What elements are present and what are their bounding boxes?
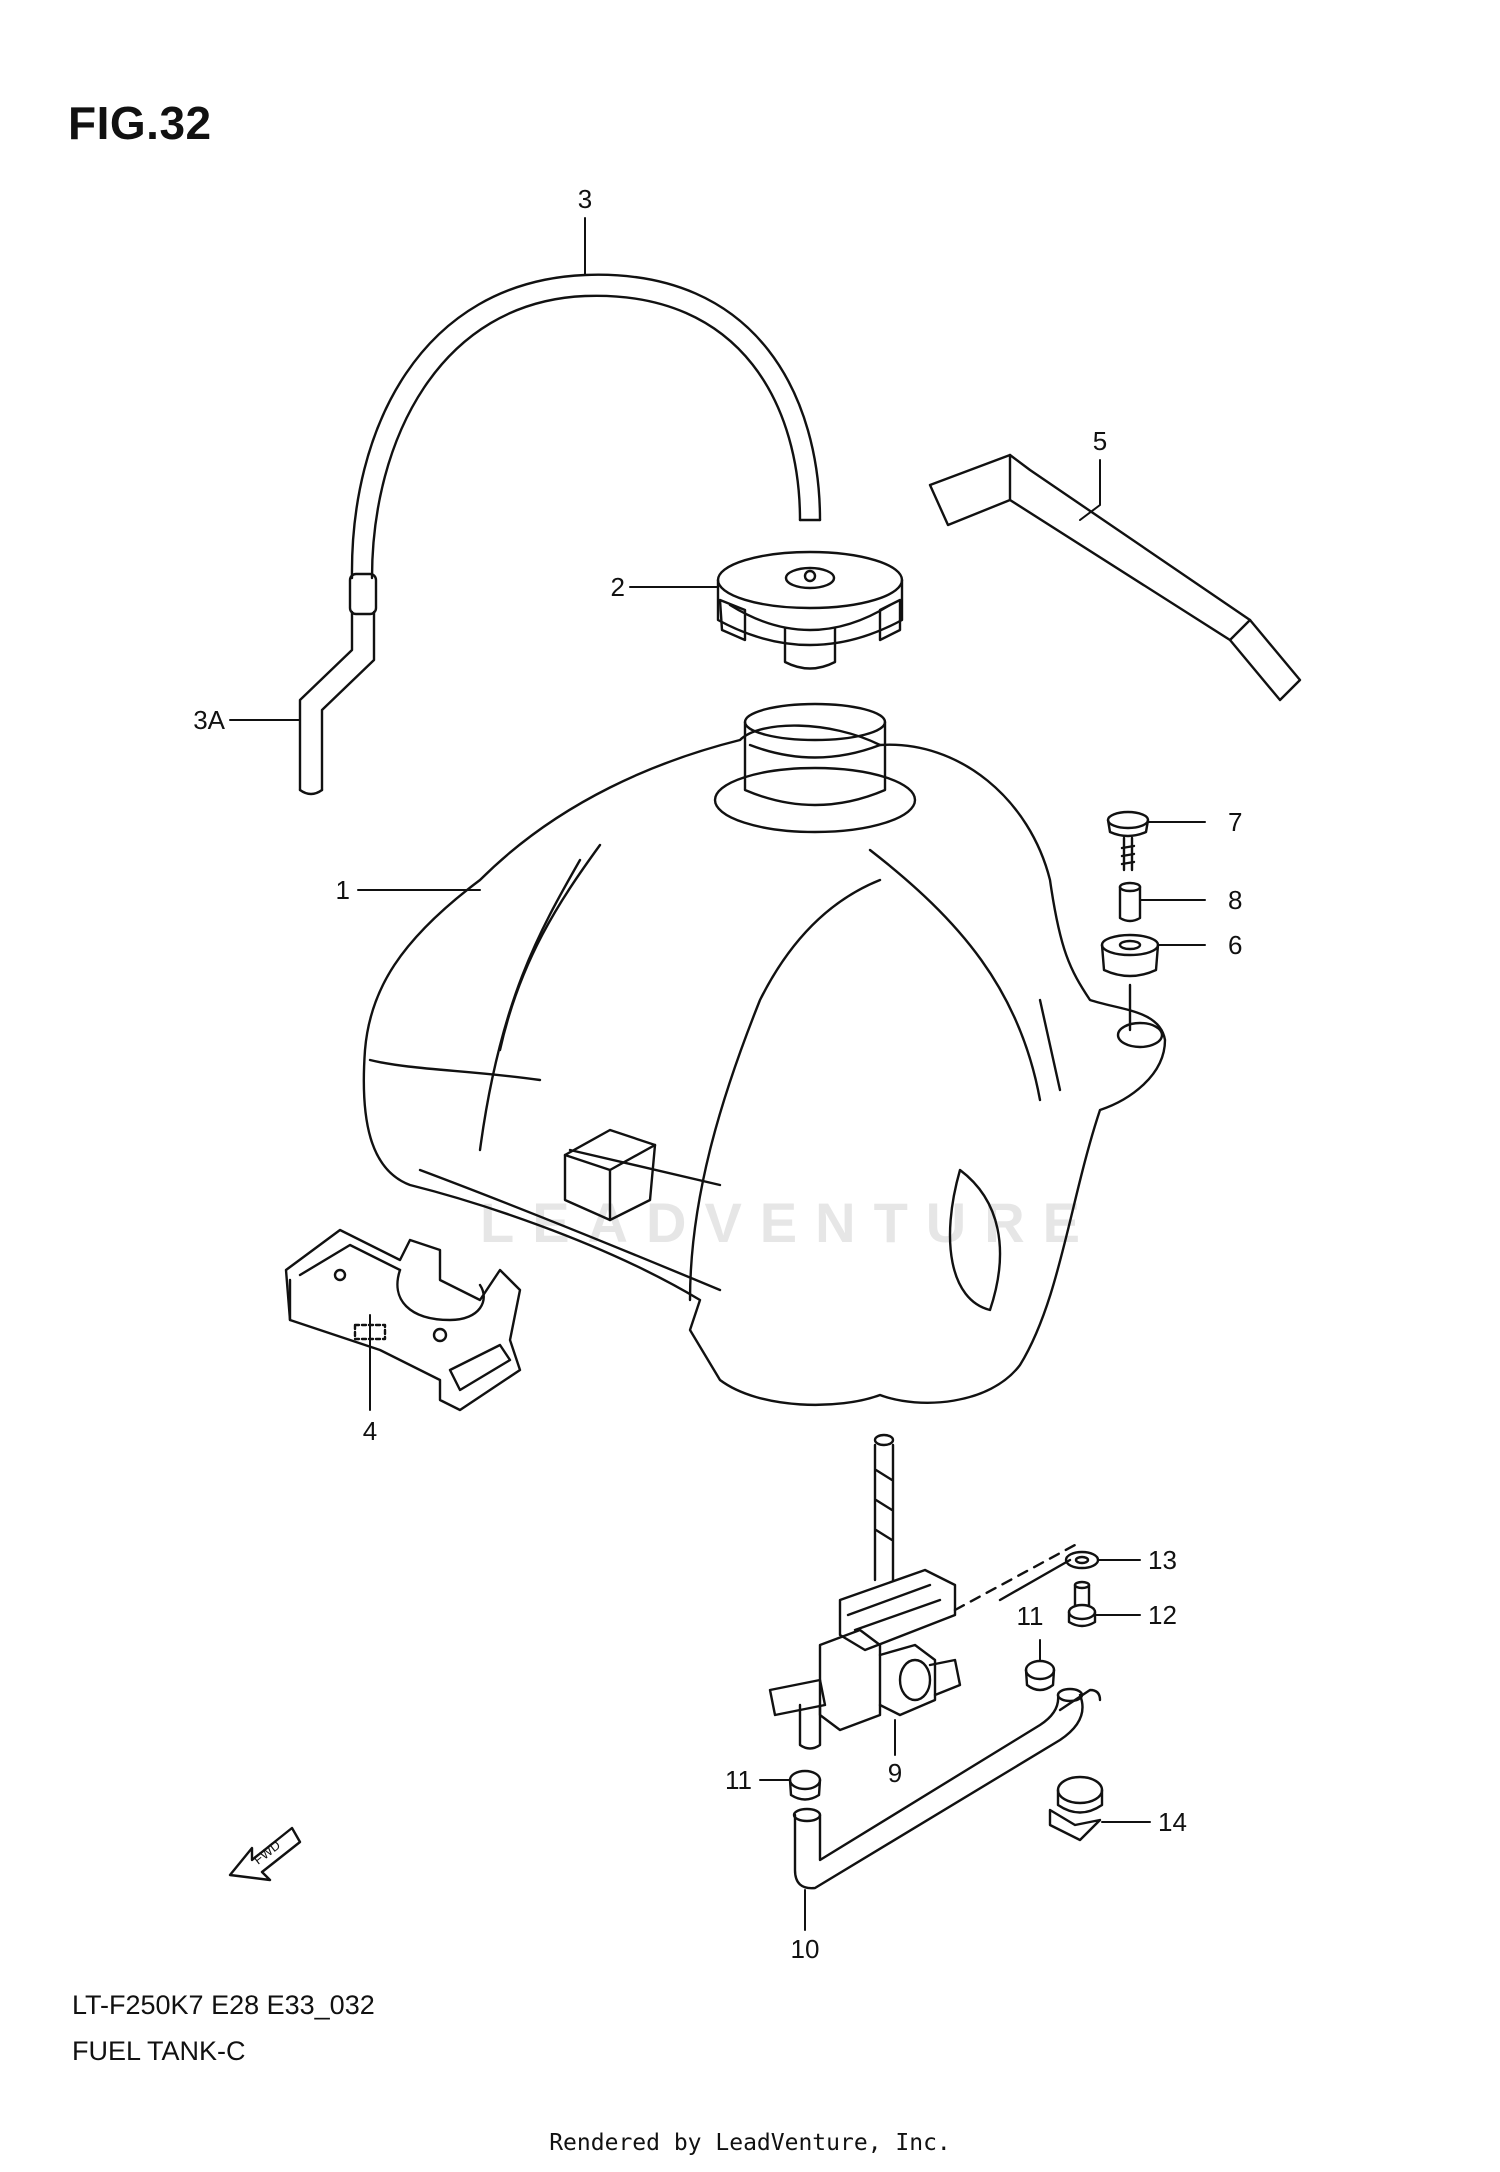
figure-title: FIG.32 <box>68 97 212 149</box>
model-code: LT-F250K7 E28 E33_032 <box>72 1990 375 2020</box>
part-12-screw[interactable] <box>1067 1580 1097 1628</box>
callout-11-lower: 11 <box>725 1765 752 1795</box>
callout-3a: 3A <box>193 705 225 735</box>
part-1-fuel-tank[interactable] <box>362 702 1167 1407</box>
part-3-breather-hose[interactable] <box>350 273 822 580</box>
part-6-grommet[interactable] <box>1100 933 1160 1032</box>
part-7-bolt[interactable] <box>1106 810 1150 872</box>
callout-8: 8 <box>1228 885 1242 915</box>
part-11-clamp-upper[interactable] <box>1024 1659 1056 1692</box>
part-11-clamp-lower[interactable] <box>788 1769 822 1801</box>
part-2-fuel-cap[interactable] <box>716 550 904 670</box>
part-10-fuel-hose[interactable] <box>792 1687 1102 1890</box>
callout-9: 9 <box>888 1758 902 1788</box>
part-8-collar[interactable] <box>1118 881 1142 923</box>
callout-1: 1 <box>336 875 350 905</box>
part-9-fuel-valve[interactable] <box>768 1433 1077 1750</box>
callout-7: 7 <box>1228 807 1242 837</box>
part-14-hose-clamp[interactable] <box>1048 1775 1104 1842</box>
part-4-bracket[interactable] <box>284 1228 522 1412</box>
callout-4: 4 <box>363 1416 377 1446</box>
callout-10: 10 <box>791 1934 820 1964</box>
render-credit: Rendered by LeadVenture, Inc. <box>549 2130 951 2156</box>
callout-13: 13 <box>1148 1545 1177 1575</box>
fwd-arrow-icon: FWD <box>228 1826 302 1882</box>
part-3a-hose[interactable] <box>298 572 378 796</box>
callout-12: 12 <box>1148 1600 1177 1630</box>
callout-6: 6 <box>1228 930 1242 960</box>
leader-lines <box>229 217 1206 1931</box>
callout-2: 2 <box>611 572 625 602</box>
callout-3: 3 <box>578 184 592 214</box>
part-name: FUEL TANK-C <box>72 2036 246 2066</box>
callout-5: 5 <box>1093 426 1107 456</box>
callout-11-upper: 11 <box>1017 1601 1044 1631</box>
callout-14: 14 <box>1158 1807 1187 1837</box>
watermark: LEADVENTURE <box>480 1191 1099 1254</box>
part-5-strap[interactable] <box>928 453 1302 702</box>
